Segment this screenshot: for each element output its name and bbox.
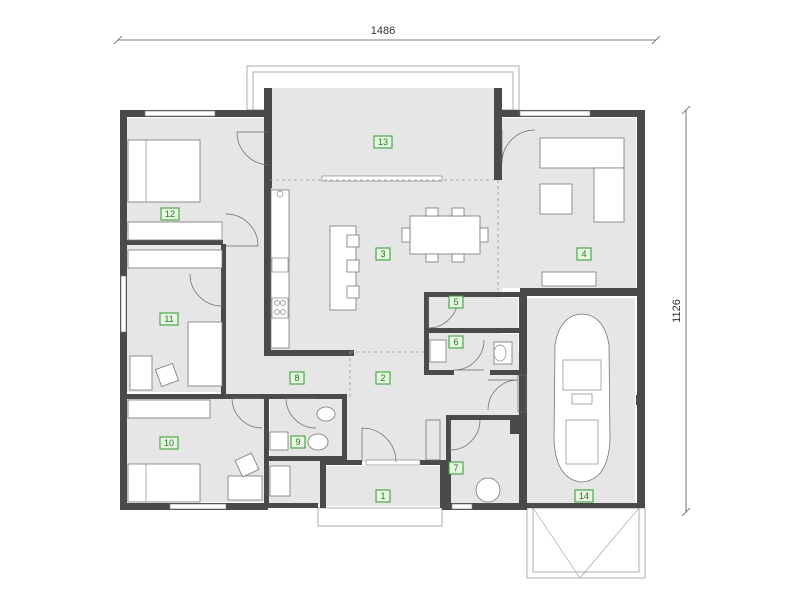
room-label-2: 2 xyxy=(375,371,391,385)
dimension-width-label: 1486 xyxy=(371,25,395,37)
svg-text:12: 12 xyxy=(165,209,175,219)
svg-text:3: 3 xyxy=(380,249,385,259)
svg-text:5: 5 xyxy=(453,297,458,307)
room-label-12: 12 xyxy=(160,207,180,221)
svg-text:11: 11 xyxy=(164,314,173,324)
room-label-14: 14 xyxy=(574,489,594,503)
svg-text:4: 4 xyxy=(581,249,586,259)
room-label-4: 4 xyxy=(576,247,592,261)
svg-text:13: 13 xyxy=(378,137,388,147)
carport-frame xyxy=(526,507,646,579)
svg-text:1: 1 xyxy=(380,491,385,501)
room-label-7: 7 xyxy=(448,461,464,475)
zone-dividers xyxy=(270,179,499,398)
svg-text:9: 9 xyxy=(295,437,300,447)
dimension-height: 1126 xyxy=(671,105,691,517)
room-label-3: 3 xyxy=(375,247,391,261)
svg-text:10: 10 xyxy=(164,438,174,448)
room-label-8: 8 xyxy=(289,371,305,385)
doors xyxy=(189,129,536,463)
dimension-width: 1486 xyxy=(113,25,661,45)
svg-text:2: 2 xyxy=(380,373,385,383)
svg-text:14: 14 xyxy=(579,491,589,501)
room-label-5: 5 xyxy=(448,295,464,309)
room-label-1: 1 xyxy=(375,489,391,503)
room-label-6: 6 xyxy=(448,335,464,349)
dimension-height-label: 1126 xyxy=(671,299,683,323)
svg-text:7: 7 xyxy=(453,463,458,473)
svg-text:8: 8 xyxy=(294,373,299,383)
room-label-9: 9 xyxy=(290,435,306,449)
room-labels: 1 2 3 4 5 6 7 8 9 10 11 12 13 14 xyxy=(159,135,594,503)
room-label-13: 13 xyxy=(373,135,393,149)
svg-text:6: 6 xyxy=(453,337,458,347)
windows xyxy=(120,110,591,510)
entrance-step xyxy=(317,507,443,527)
room-label-10: 10 xyxy=(159,436,179,450)
room-label-11: 11 xyxy=(159,312,179,326)
furniture xyxy=(127,137,625,503)
